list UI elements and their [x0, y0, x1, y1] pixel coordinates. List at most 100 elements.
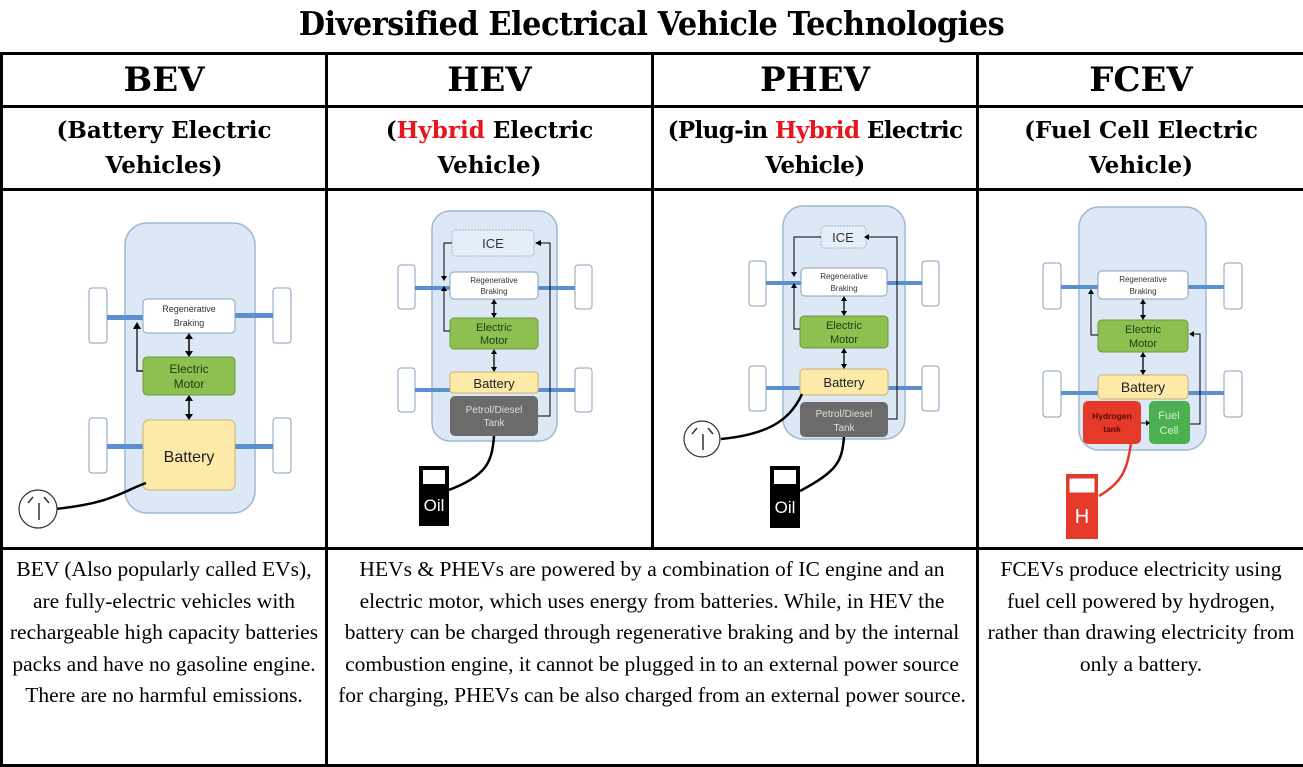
fullname-hev-hybrid: Hybrid	[396, 117, 485, 144]
axle	[1061, 285, 1098, 289]
regen-label-1: Regenerative	[470, 276, 518, 285]
axle	[415, 388, 451, 392]
arrow-heads	[441, 276, 447, 281]
axle	[1188, 285, 1224, 289]
fuel-cell-label-1: Fuel	[1158, 410, 1179, 422]
regen-label-1: Regenerative	[162, 304, 216, 314]
oil-label: Oil	[424, 496, 445, 515]
arrow-heads	[1088, 289, 1094, 294]
arrow-heads	[841, 348, 847, 369]
motor-label-2: Motor	[830, 334, 858, 346]
fullname-phev-line2: Vehicle)	[765, 152, 865, 179]
battery-label: Battery	[473, 376, 515, 391]
fcev-diagram-svg: Regenerative Braking Electric Motor Batt…	[1042, 206, 1243, 539]
regen-label-1: Regenerative	[1119, 275, 1167, 284]
description-fcev: FCEVs produce electricity using fuel cel…	[976, 547, 1303, 767]
axle	[107, 315, 143, 320]
diagram-hev: ICE Regenerative Braking Electric Motor …	[325, 188, 654, 550]
plug-socket-icon	[18, 489, 58, 529]
arrow-heads	[185, 395, 193, 420]
axle	[887, 281, 922, 285]
hydrogen-pump-icon: H	[1066, 474, 1098, 539]
description-hybrid-text: HEVs & PHEVs are powered by a combinatio…	[338, 557, 966, 707]
wheel-rear-right	[574, 367, 593, 413]
motor-label-1: Electric	[826, 320, 863, 332]
arrow-link	[793, 285, 800, 330]
page-title: Diversified Electrical Vehicle Technolog…	[298, 4, 1005, 43]
wheel-rear-right	[272, 417, 292, 474]
tank-label-1: Petrol/Diesel	[466, 405, 523, 416]
tank-label-1: Petrol/Diesel	[816, 409, 873, 420]
axle	[415, 286, 451, 290]
ev-comparison-table: BEV HEV PHEV FCEV (Battery Electric Vehi…	[0, 52, 1303, 767]
wheel-rear-left	[1042, 370, 1062, 418]
arrow-heads	[864, 234, 869, 240]
wheel-front-left	[748, 260, 767, 307]
hydrogen-label-2: tank	[1103, 424, 1121, 434]
fullname-hev: (Hybrid Electric Vehicle)	[325, 105, 654, 191]
arrow-link	[793, 236, 821, 275]
fullname-phev: (Plug-in Hybrid Electric Vehicle)	[651, 105, 979, 191]
bev-diagram-svg: Regenerative Braking Electric Motor Batt…	[18, 222, 292, 529]
arrow-heads	[133, 322, 141, 329]
arrow-heads	[1146, 420, 1150, 426]
battery-label: Battery	[164, 449, 215, 466]
plug-socket-icon	[683, 420, 721, 458]
arrow-heads	[535, 240, 541, 246]
wheel-front-right	[921, 260, 940, 307]
motor-label-1: Electric	[476, 322, 513, 334]
axle	[235, 444, 273, 449]
description-row: BEV (Also popularly called EVs), are ful…	[0, 547, 1303, 767]
arrow-heads	[791, 272, 797, 277]
arrow-heads	[491, 349, 497, 372]
arrow-heads	[1140, 352, 1146, 375]
abbr-fcev: FCEV	[976, 52, 1303, 108]
fullname-phev-hybrid: Hybrid	[774, 117, 860, 144]
fullname-fcev: (Fuel Cell Electric Vehicle)	[976, 105, 1303, 191]
fuel-cell-label-2: Cell	[1160, 425, 1179, 437]
arrow-heads	[1189, 331, 1194, 337]
oil-pump-icon: Oil	[419, 466, 449, 526]
oil-pump-icon: Oil	[770, 466, 800, 528]
h-label: H	[1075, 506, 1089, 528]
fullname-phev-post: Electric	[859, 117, 963, 144]
ice-label: ICE	[832, 230, 854, 245]
motor-label-1: Electric	[169, 362, 208, 376]
axle	[1188, 391, 1224, 395]
fullname-bev-line2: Vehicles)	[105, 152, 223, 179]
arrow-heads	[441, 286, 447, 291]
regen-label-2: Braking	[1129, 287, 1156, 296]
diagram-phev: ICE Regenerative Braking Electric Motor …	[651, 188, 979, 550]
diagram-bev: Regenerative Braking Electric Motor Batt…	[0, 188, 328, 550]
axle	[538, 388, 575, 392]
diagram-row: Regenerative Braking Electric Motor Batt…	[0, 188, 1303, 550]
tank-label-2: Tank	[483, 418, 505, 429]
regen-label-2: Braking	[174, 318, 205, 328]
hydrogen-label-1: Hydrogen	[1092, 411, 1132, 421]
battery-label: Battery	[1121, 379, 1165, 395]
hydrogen-hose	[1098, 443, 1133, 498]
fullname-phev-pre: (Plug-in	[667, 117, 775, 144]
regen-label-2: Braking	[480, 287, 507, 296]
hydrogen-tank-block	[1083, 401, 1141, 444]
arrow-heads	[791, 283, 797, 288]
charging-cable	[720, 393, 804, 441]
tank-label-2: Tank	[833, 423, 855, 434]
abbr-phev: PHEV	[651, 52, 979, 108]
wheel-front-right	[574, 264, 593, 310]
abbr-bev: BEV	[0, 52, 328, 108]
abbr-row: BEV HEV PHEV FCEV	[0, 52, 1303, 108]
arrow-link	[136, 325, 143, 372]
diagram-fcev: Regenerative Braking Electric Motor Batt…	[976, 188, 1303, 550]
wheel-rear-right	[921, 365, 940, 412]
regen-label-2: Braking	[830, 284, 857, 293]
axle	[538, 286, 575, 290]
axle	[887, 386, 922, 390]
arrow-link	[1190, 333, 1201, 425]
motor-label-1: Electric	[1125, 324, 1162, 336]
fullname-row: (Battery Electric Vehicles) (Hybrid Elec…	[0, 105, 1303, 191]
fullname-fcev-line2: Vehicle)	[1088, 152, 1194, 179]
oil-label: Oil	[775, 498, 796, 517]
arrow-link	[1090, 291, 1098, 336]
fullname-hev-line2: Vehicle)	[437, 152, 542, 179]
